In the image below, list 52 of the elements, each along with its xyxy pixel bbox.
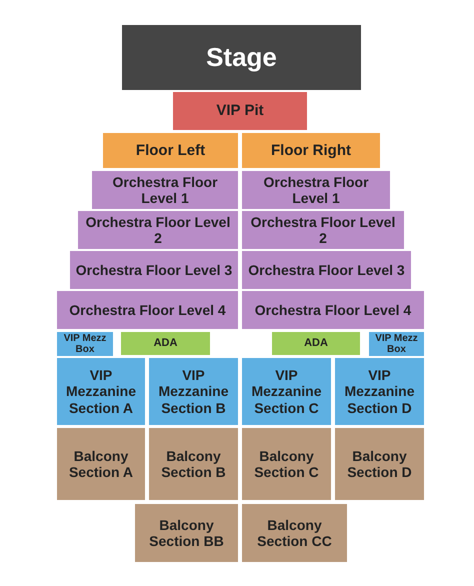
seating-section (70, 251, 238, 289)
section-label: VIP Mezzanine Section D (343, 367, 416, 416)
seating-section (369, 332, 424, 356)
section-label: Balcony Section D (346, 448, 413, 480)
seating-section (149, 428, 238, 500)
accessible-section (121, 332, 210, 355)
section-label: Orchestra Floor Level 1 (111, 174, 219, 206)
seating-section (242, 358, 331, 425)
seating-section (242, 251, 411, 289)
section-label: Orchestra Floor Level 3 (248, 262, 405, 278)
section-label: Floor Left (136, 142, 206, 160)
section-label: Orchestra Floor Level 3 (76, 262, 232, 278)
seating-section (173, 92, 307, 130)
section-label: Orchestra Floor Level 1 (262, 174, 370, 206)
section-label: Balcony Section C (253, 448, 320, 480)
seating-section (149, 358, 238, 425)
seating-section (335, 428, 424, 500)
seating-section (135, 504, 238, 562)
seating-section (57, 332, 113, 356)
section-label: Balcony Section CC (256, 516, 333, 550)
section-label: Balcony Section A (68, 448, 134, 480)
accessible-section (272, 332, 360, 355)
stage-area (122, 25, 361, 90)
section-label: ADA (154, 337, 178, 350)
section-label: ADA (304, 337, 328, 350)
seating-section (242, 428, 331, 500)
seating-section (57, 428, 145, 500)
seating-section (92, 171, 238, 209)
section-label: VIP Mezz Box (374, 332, 419, 356)
section-label: VIP Mezzanine Section C (250, 367, 322, 416)
seating-section (242, 291, 424, 329)
section-label: Orchestra Floor Level 2 (84, 214, 232, 246)
seating-section (57, 291, 238, 329)
section-label: VIP Pit (216, 102, 264, 120)
section-label: Balcony Section B (160, 448, 227, 480)
seating-section (242, 133, 380, 168)
section-label: Balcony Section BB (148, 516, 225, 550)
section-label: VIP Mezz Box (62, 332, 108, 356)
section-label: VIP Mezzanine Section B (157, 367, 230, 416)
section-label: Orchestra Floor Level 4 (254, 302, 412, 318)
seating-section (335, 358, 424, 425)
section-label: Stage (206, 42, 277, 72)
seating-section (242, 171, 390, 209)
seating-section (78, 211, 238, 249)
section-label: VIP Mezzanine Section A (64, 367, 137, 416)
section-label: Floor Right (271, 142, 351, 160)
seating-section (103, 133, 238, 168)
seating-section (57, 358, 145, 425)
seating-section (242, 504, 347, 562)
section-label: Orchestra Floor Level 2 (250, 214, 396, 246)
seating-section (242, 211, 404, 249)
section-label: Orchestra Floor Level 4 (69, 302, 226, 318)
